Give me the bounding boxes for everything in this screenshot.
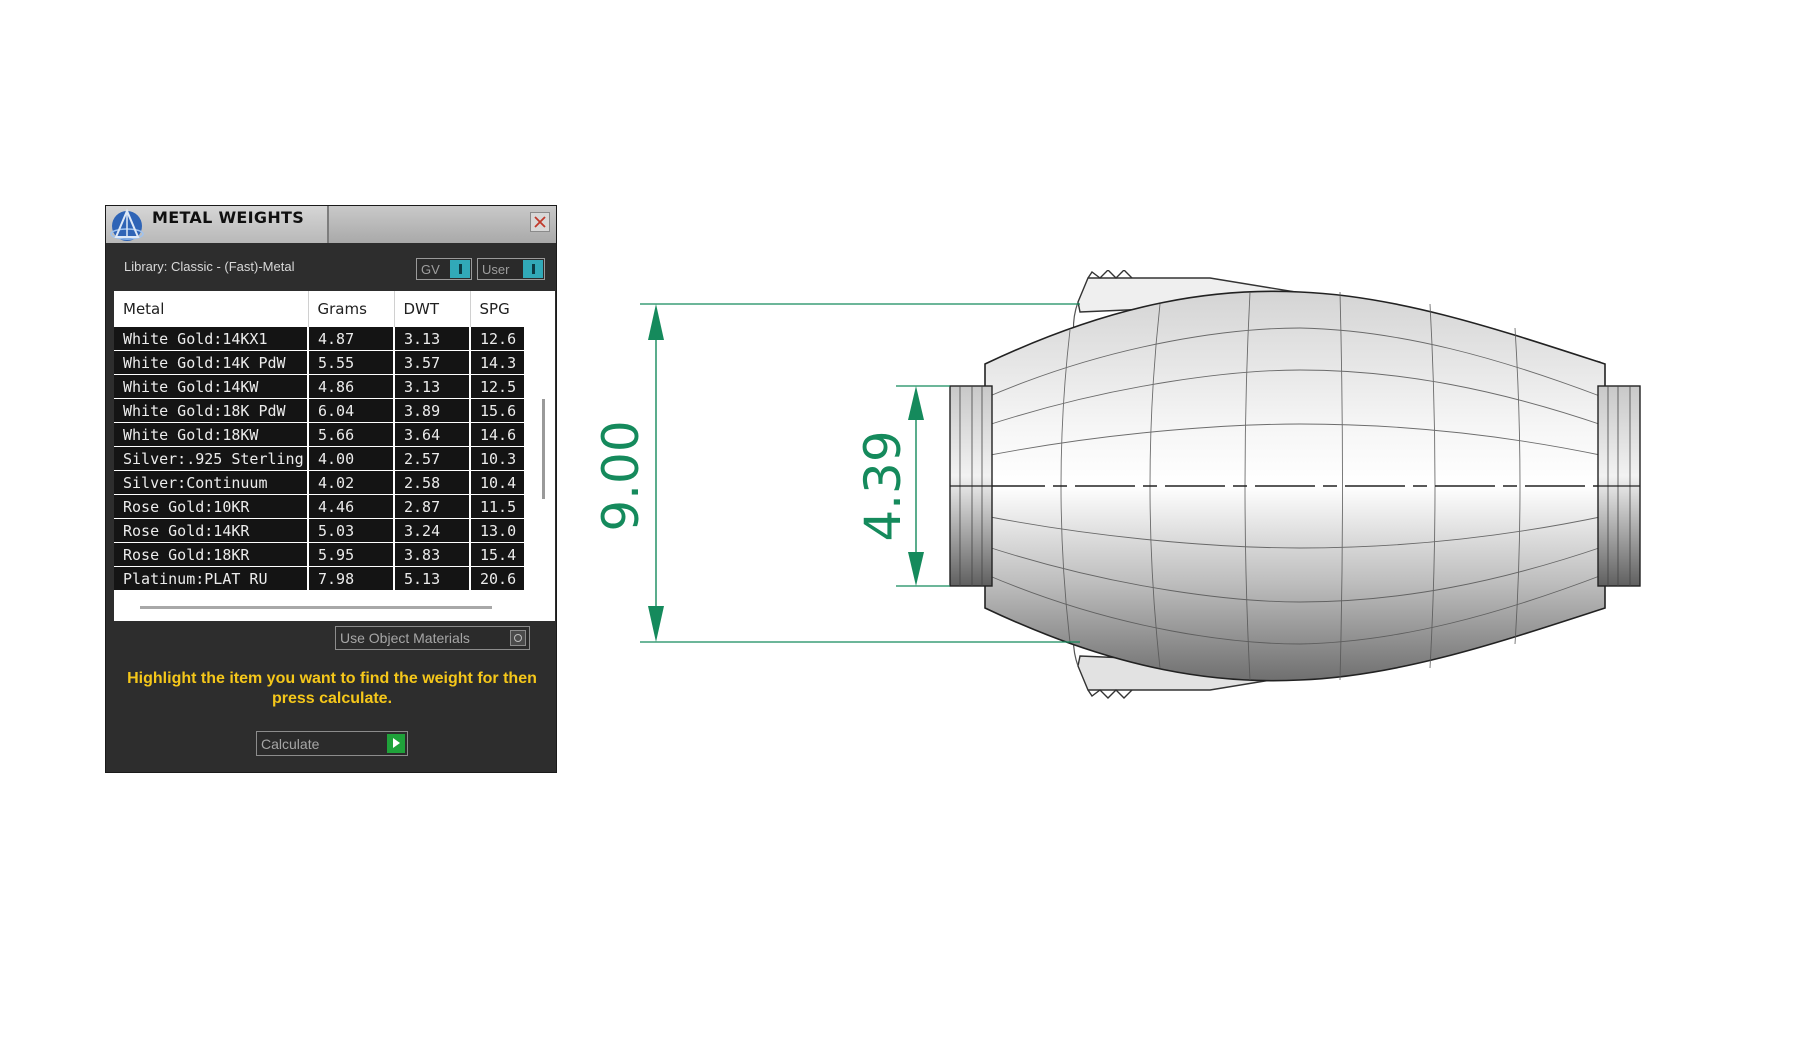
dwt-cell: 3.57 [394, 350, 471, 375]
viewport-drawing: 9.00 4.39 [600, 270, 1641, 699]
window-title: METAL WEIGHTS [152, 208, 305, 227]
horizontal-scrollbar[interactable] [140, 606, 492, 609]
spg-cell: 15.6 [470, 398, 524, 423]
dwt-cell: 3.13 [394, 374, 471, 399]
grams-cell: 5.03 [308, 518, 395, 543]
grams-cell: 5.55 [308, 350, 395, 375]
gv-toggle[interactable]: GV [416, 258, 472, 280]
close-icon [534, 216, 546, 228]
spg-cell: 11.5 [470, 494, 524, 519]
right-end-cap [1597, 385, 1641, 587]
inner-dimension [896, 385, 950, 587]
inner-dimension-arrow-top [908, 386, 924, 420]
spg-cell: 13.0 [470, 518, 524, 543]
gv-toggle-switch[interactable] [450, 260, 470, 278]
grams-cell: 5.95 [308, 542, 395, 567]
settings-icon[interactable] [510, 630, 526, 646]
library-label: Library: Classic - (Fast)-Metal [124, 259, 295, 274]
vertical-scrollbar[interactable] [542, 399, 545, 499]
dwt-cell: 3.64 [394, 422, 471, 447]
metal-cell: Platinum:PLAT RU [114, 566, 309, 591]
app-logo-icon [110, 208, 144, 241]
play-icon[interactable] [387, 734, 405, 753]
left-end-cap [949, 385, 993, 587]
table-header-row: Metal Grams DWT SPG [114, 291, 524, 327]
dwt-cell: 2.87 [394, 494, 471, 519]
dwt-cell: 3.13 [394, 327, 471, 351]
dwt-cell: 2.58 [394, 470, 471, 495]
dwt-cell: 3.89 [394, 398, 471, 423]
gv-toggle-label: GV [421, 262, 440, 277]
title-tab [106, 206, 329, 243]
outer-dimension-label: 9.00 [600, 420, 650, 531]
column-header-metal[interactable]: Metal [114, 291, 309, 327]
spg-cell: 14.3 [470, 350, 524, 375]
metal-cell: Silver:Continuum [114, 470, 309, 495]
user-toggle-switch[interactable] [523, 260, 543, 278]
spg-cell: 10.3 [470, 446, 524, 471]
outer-dimension [640, 303, 1080, 643]
inner-dimension-label: 4.39 [854, 430, 912, 541]
grams-cell: 5.66 [308, 422, 395, 447]
spg-cell: 20.6 [470, 566, 524, 591]
spg-cell: 12.6 [470, 327, 524, 351]
instruction-text: Highlight the item you want to find the … [127, 670, 537, 707]
calculate-label: Calculate [261, 736, 320, 752]
grams-cell: 4.00 [308, 446, 395, 471]
dwt-cell: 5.13 [394, 566, 471, 591]
grams-cell: 7.98 [308, 566, 395, 591]
spg-cell: 12.5 [470, 374, 524, 399]
outer-dimension-arrow-top [648, 304, 664, 340]
use-object-materials-label: Use Object Materials [340, 630, 470, 646]
title-bar: METAL WEIGHTS [106, 206, 556, 243]
column-header-spg[interactable]: SPG [470, 291, 524, 327]
use-object-materials-button[interactable]: Use Object Materials [335, 626, 530, 650]
column-header-grams[interactable]: Grams [308, 291, 395, 327]
inner-dimension-arrow-bottom [908, 552, 924, 586]
metal-cell: Rose Gold:14KR [114, 518, 309, 543]
grams-cell: 4.87 [308, 327, 395, 351]
column-header-dwt[interactable]: DWT [394, 291, 471, 327]
user-toggle[interactable]: User [477, 258, 545, 280]
grams-cell: 4.02 [308, 470, 395, 495]
wireframe-lines [984, 291, 1606, 681]
metal-cell: White Gold:18K PdW [114, 398, 309, 423]
close-button[interactable] [530, 212, 550, 232]
metal-cell: White Gold:14KX1 [114, 327, 309, 351]
grams-cell: 4.86 [308, 374, 395, 399]
metal-cell: Silver:.925 Sterling [114, 446, 309, 471]
metal-weights-panel: METAL WEIGHTS Library: Classic - (Fast)-… [105, 205, 557, 773]
metal-cell: Rose Gold:18KR [114, 542, 309, 567]
dwt-cell: 3.24 [394, 518, 471, 543]
dwt-cell: 3.83 [394, 542, 471, 567]
grams-cell: 4.46 [308, 494, 395, 519]
user-toggle-label: User [482, 262, 510, 277]
spg-cell: 10.4 [470, 470, 524, 495]
metal-cell: White Gold:18KW [114, 422, 309, 447]
metal-cell: White Gold:14K PdW [114, 350, 309, 375]
metal-cell: White Gold:14KW [114, 374, 309, 399]
metal-cell: Rose Gold:10KR [114, 494, 309, 519]
spg-cell: 15.4 [470, 542, 524, 567]
spg-cell: 14.6 [470, 422, 524, 447]
grams-cell: 6.04 [308, 398, 395, 423]
outer-dimension-arrow-bottom [648, 606, 664, 642]
dwt-cell: 2.57 [394, 446, 471, 471]
calculate-button[interactable]: Calculate [256, 731, 408, 756]
